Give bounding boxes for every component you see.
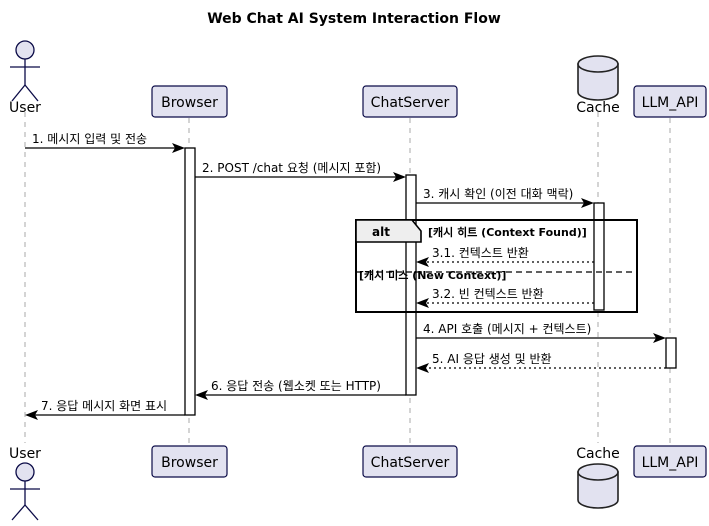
participant-head-llm[interactable]: LLM_API (633, 85, 707, 118)
participant-head-chatserver[interactable]: ChatServer (362, 85, 458, 118)
message-label-3-2: 3.2. 빈 컨텍스트 반환 (432, 287, 544, 301)
actor-head-icon (15, 40, 35, 60)
message-3-2: 3.2. 빈 컨텍스트 반환 (416, 287, 594, 308)
message-label-6: 6. 응답 전송 (웹소켓 또는 HTTP) (211, 379, 381, 393)
message-label-2: 2. POST /chat 요청 (메시지 포함) (202, 161, 381, 175)
alt-guard-1: [캐시 히트 (Context Found)] (428, 225, 587, 239)
participant-foot-cache[interactable]: Cache (576, 446, 620, 509)
arrowhead-7 (25, 410, 38, 420)
message-label-5: 5. AI 응답 생성 및 반환 (432, 352, 552, 366)
participant-label-browser-bottom: Browser (161, 455, 218, 471)
participant-box-browser-bottom (151, 445, 228, 478)
activation-bar-chatserver (405, 174, 417, 396)
message-3: 3. 캐시 확인 (이전 대화 맥락) (416, 187, 594, 208)
arrowhead-5 (416, 363, 429, 373)
arrowhead-3-2 (416, 298, 429, 308)
participant-head-cache[interactable]: Cache (576, 55, 620, 116)
participant-head-browser[interactable]: Browser (151, 85, 228, 118)
participant-foot-llm[interactable]: LLM_API (633, 445, 707, 478)
participant-label-user: User (9, 100, 41, 116)
message-4: 4. API 호출 (메시지 + 컨텍스트) (416, 322, 666, 343)
participant-label-llm: LLM_API (642, 95, 699, 111)
alt-guard-2: [캐시 미스 (New Context)] (359, 268, 506, 282)
participant-foot-browser[interactable]: Browser (151, 445, 228, 478)
participant-label-browser: Browser (161, 95, 218, 111)
participant-box-browser (151, 85, 228, 118)
participant-label-llm-bottom: LLM_API (642, 455, 699, 471)
database-cylinder-top-bottom (577, 463, 619, 481)
message-3-1: 3.1. 컨텍스트 반환 (416, 246, 594, 267)
participant-foot-chatserver[interactable]: ChatServer (362, 445, 458, 478)
message-label-3-1: 3.1. 컨텍스트 반환 (432, 246, 529, 260)
participant-label-cache-bottom: Cache (576, 446, 620, 462)
arrowhead-1 (172, 143, 185, 153)
message-2: 2. POST /chat 요청 (메시지 포함) (195, 161, 406, 182)
participant-box-llm-bottom (633, 445, 707, 478)
alt-keyword-label: alt (372, 225, 390, 239)
message-label-3: 3. 캐시 확인 (이전 대화 맥락) (423, 187, 573, 201)
alt-tab-shape (355, 219, 422, 243)
participant-box-chatserver (362, 85, 458, 118)
message-7: 7. 응답 메시지 화면 표시 (25, 399, 185, 420)
activation-bar-browser (184, 147, 196, 416)
activation-bar-llm (665, 337, 677, 369)
arrowhead-3-1 (416, 257, 429, 267)
participant-box-llm (633, 85, 707, 118)
actor-head-icon-bottom (15, 462, 35, 482)
arrowhead-2 (393, 172, 406, 182)
participant-head-user[interactable]: User (9, 40, 41, 116)
database-cylinder-icon-bottom (577, 471, 619, 509)
arrowhead-6 (195, 390, 208, 400)
message-label-1: 1. 메시지 입력 및 전송 (32, 132, 147, 146)
message-5: 5. AI 응답 생성 및 반환 (416, 352, 666, 373)
alt-frame-box (355, 219, 638, 313)
message-label-4: 4. API 호출 (메시지 + 컨텍스트) (423, 322, 591, 336)
page-title: Web Chat AI System Interaction Flow (207, 11, 501, 27)
database-cylinder-icon (577, 63, 619, 101)
alt-fragment: alt [캐시 히트 (Context Found)] [캐시 미스 (New … (355, 219, 638, 313)
message-1: 1. 메시지 입력 및 전송 (25, 132, 185, 153)
arrowhead-3 (581, 198, 594, 208)
participant-label-user-bottom: User (9, 446, 41, 462)
participant-box-chatserver-bottom (362, 445, 458, 478)
message-label-7: 7. 응답 메시지 화면 표시 (41, 399, 167, 413)
participant-label-chatserver-bottom: ChatServer (371, 455, 450, 471)
database-cylinder-top (577, 55, 619, 73)
participant-label-chatserver: ChatServer (371, 95, 450, 111)
activation-bar-cache (593, 202, 605, 311)
participant-foot-user[interactable]: User (9, 446, 41, 521)
arrowhead-4 (653, 333, 666, 343)
participant-label-cache: Cache (576, 100, 620, 116)
message-6: 6. 응답 전송 (웹소켓 또는 HTTP) (195, 379, 406, 400)
